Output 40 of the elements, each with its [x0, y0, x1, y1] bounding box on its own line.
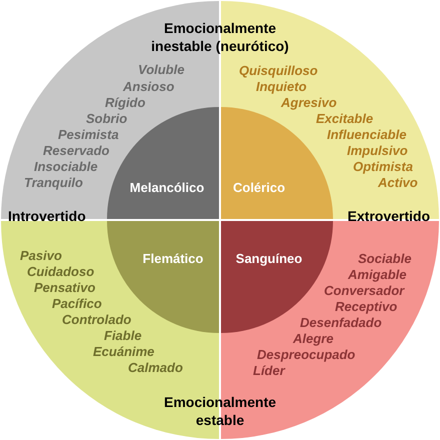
trait-word: Sobrio	[86, 111, 128, 127]
temperament-label: Flemático	[142, 251, 204, 267]
axis-label: Extrovertido	[348, 207, 430, 225]
trait-word: Tranquilo	[24, 175, 83, 191]
trait-word: Activo	[378, 175, 418, 191]
trait-word: Ansioso	[123, 79, 174, 95]
trait-word: Despreocupado	[257, 347, 356, 363]
trait-word: Pasivo	[20, 248, 62, 264]
temperament-label: Sanguíneo	[236, 251, 302, 267]
axis-label: Emocionalmente inestable (neurótico)	[150, 19, 290, 55]
trait-word: Desenfadado	[300, 315, 382, 331]
trait-word: Insociable	[34, 159, 98, 175]
trait-word: Amigable	[348, 267, 407, 283]
trait-word: Influenciable	[327, 127, 406, 143]
trait-word: Alegre	[293, 331, 334, 347]
trait-word: Reservado	[43, 143, 110, 159]
trait-word: Pesimista	[58, 127, 119, 143]
trait-word: Líder	[253, 363, 285, 379]
trait-word: Receptivo	[335, 299, 398, 315]
temperament-label: Melancólico	[130, 180, 204, 196]
trait-word: Pensativo	[34, 280, 96, 296]
trait-word: Conversador	[324, 283, 404, 299]
trait-word: Fiable	[104, 328, 142, 344]
trait-word: Pacífico	[52, 296, 102, 312]
temperament-label: Colérico	[233, 180, 285, 196]
trait-word: Calmado	[128, 360, 183, 376]
trait-word: Cuidadoso	[27, 264, 94, 280]
trait-word: Optimista	[353, 159, 413, 175]
trait-word: Quisquilloso	[239, 63, 318, 79]
trait-word: Voluble	[138, 62, 184, 78]
trait-word: Rígido	[105, 95, 146, 111]
trait-word: Sociable	[358, 251, 412, 267]
trait-word: Impulsivo	[347, 143, 408, 159]
trait-word: Controlado	[62, 312, 132, 328]
trait-word: Inquieto	[256, 79, 307, 95]
trait-word: Agresivo	[281, 95, 337, 111]
trait-word: Ecuánime	[93, 344, 154, 360]
axis-label: Introvertido	[8, 207, 86, 225]
trait-word: Excitable	[316, 111, 374, 127]
axis-label: Emocionalmente estable	[162, 393, 278, 429]
